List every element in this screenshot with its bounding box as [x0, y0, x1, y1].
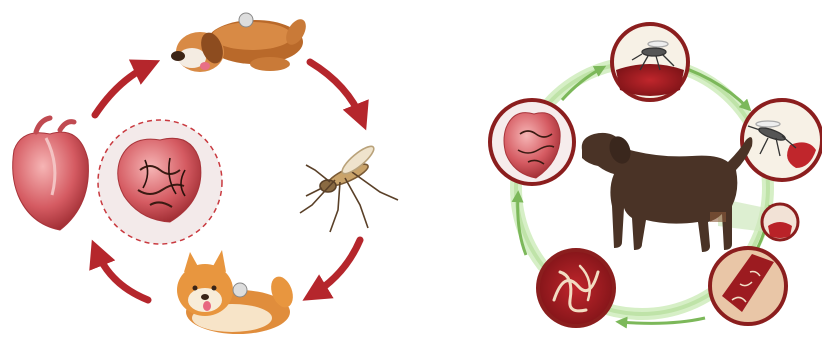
arrow-dog-to-mosquito — [310, 62, 362, 120]
arrow-mosquito-to-dog — [312, 240, 360, 295]
mosquito-biting-icon — [742, 100, 822, 180]
life-cycle-diagram-right — [470, 0, 822, 345]
shiba-dog-icon — [177, 250, 297, 334]
infected-heart-closeup-icon — [98, 120, 222, 244]
mosquito-icon — [300, 143, 398, 232]
sleeping-dog-icon — [171, 13, 310, 72]
life-cycle-diagram-left — [0, 0, 420, 345]
heart-icon — [13, 118, 89, 230]
mosquito-on-skin-icon — [612, 24, 688, 100]
arrow-dog-to-heart — [96, 250, 148, 300]
blood-vessel-larvae-icon — [710, 248, 786, 324]
infected-heart-icon — [490, 100, 574, 184]
worms-icon — [538, 250, 614, 326]
arrow-heart-to-dog — [95, 65, 150, 115]
dog-silhouette-icon — [582, 133, 753, 252]
